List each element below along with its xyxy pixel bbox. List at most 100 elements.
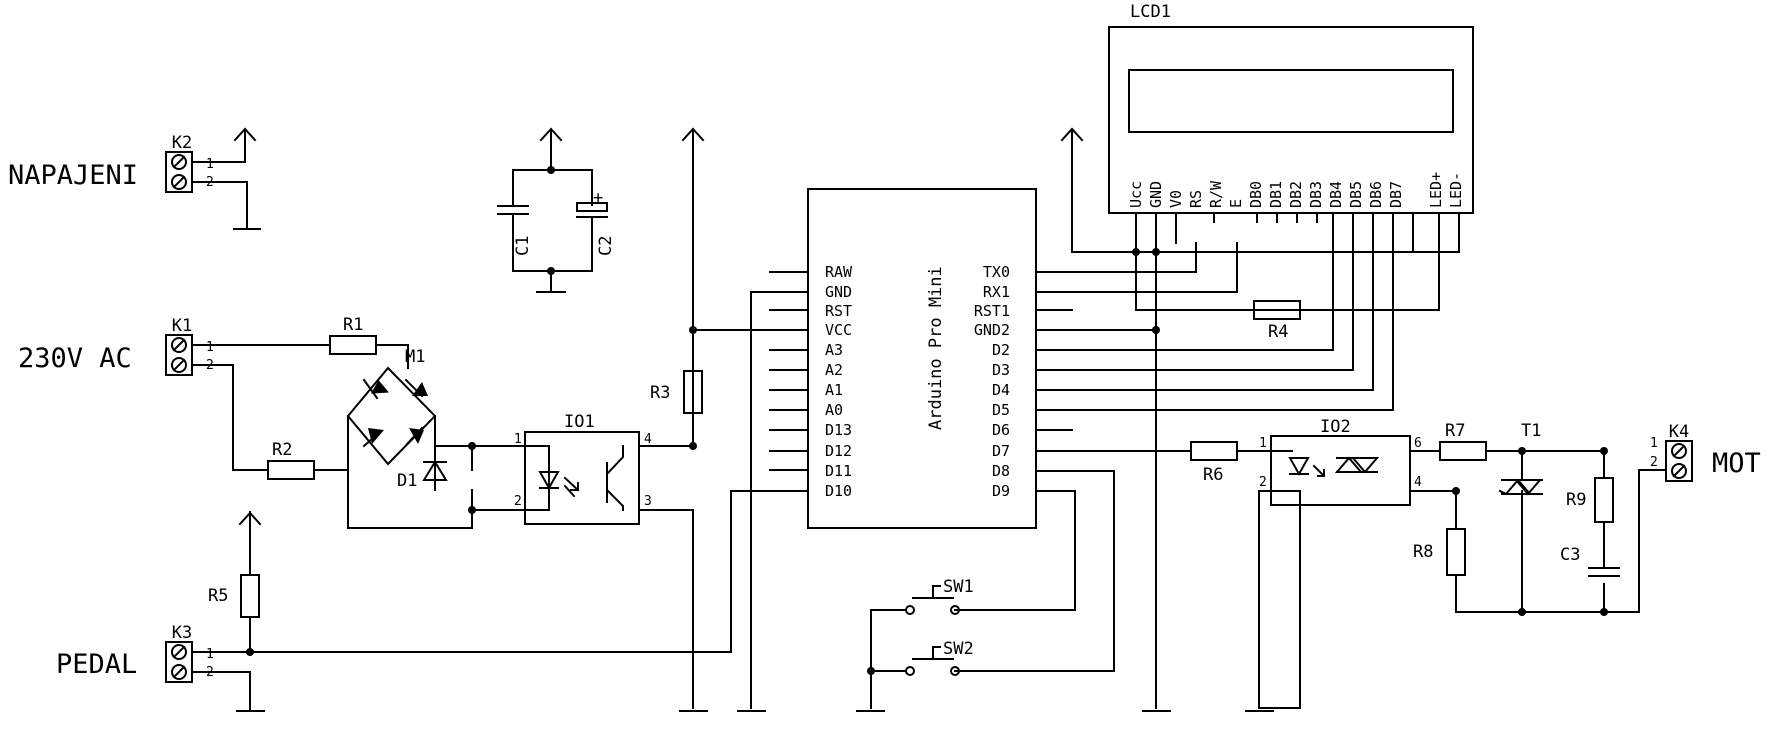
arduino-pin-a3: A3: [825, 341, 843, 359]
lcd-pin-db5: DB5: [1347, 181, 1365, 208]
k2-pin1: 1: [206, 157, 214, 172]
arduino-pin-gnd2: GND2: [974, 321, 1010, 339]
io1-pin3: 3: [644, 494, 652, 509]
lcd-pin-v0: V0: [1167, 190, 1185, 208]
sw2-label: SW2: [943, 639, 974, 659]
k3-pin1: 1: [206, 647, 214, 662]
k3-pin2: 2: [206, 665, 214, 680]
arduino-pin-a2: A2: [825, 361, 843, 379]
c2-label: C2: [596, 236, 616, 256]
resistor-r4: R4: [1253, 300, 1301, 342]
io1-ref: IO1: [564, 412, 595, 432]
lcd-pin-db1: DB1: [1267, 181, 1285, 208]
arduino-pin-a0: A0: [825, 401, 843, 419]
capacitor-c1: C1: [497, 205, 533, 256]
lcd-pin-db2: DB2: [1287, 181, 1305, 208]
lcd-pin-led-minus: LED-: [1447, 172, 1465, 208]
arduino-pin-tx0: TX0: [983, 263, 1010, 281]
r6-label: R6: [1203, 465, 1223, 485]
io2-pin1: 1: [1259, 436, 1267, 451]
d1-label: D1: [397, 471, 417, 491]
bridge-rectifier-m1: M1: [362, 347, 428, 448]
t1-label: T1: [1521, 421, 1541, 441]
m1-label: M1: [405, 347, 425, 367]
arduino-pin-d13: D13: [825, 421, 852, 439]
io1-pin4: 4: [644, 432, 652, 447]
r8-label: R8: [1413, 542, 1433, 562]
lcd-pin-db6: DB6: [1367, 181, 1385, 208]
r3-label: R3: [650, 383, 670, 403]
k3-ref: K3: [172, 623, 192, 643]
connector-k3: K3 PEDAL 1 2: [56, 623, 214, 683]
arduino-pin-d4: D4: [992, 381, 1010, 399]
resistor-r6: R6: [1190, 441, 1238, 485]
io2-pin4: 4: [1414, 475, 1422, 490]
diode-d1: D1: [397, 460, 448, 491]
k3-label: PEDAL: [56, 649, 137, 680]
connector-k2: K2 NAPAJENI 1 2: [8, 133, 214, 193]
k4-ref: K4: [1669, 422, 1689, 442]
r4-label: R4: [1268, 322, 1288, 342]
arduino-pin-d8: D8: [992, 462, 1010, 480]
k4-label: MOT: [1712, 448, 1761, 479]
arduino-pin-d3: D3: [992, 361, 1010, 379]
arduino-pin-d7: D7: [992, 442, 1010, 460]
k1-label: 230V AC: [18, 343, 132, 374]
r7-label: R7: [1445, 421, 1465, 441]
resistor-r1: R1: [329, 315, 377, 355]
io2-pin2: 2: [1259, 475, 1267, 490]
arduino-pin-d9: D9: [992, 482, 1010, 500]
arduino-pin-raw: RAW: [825, 263, 853, 281]
switch-sw1: SW1: [905, 577, 974, 615]
arduino-pin-rst: RST: [825, 302, 852, 320]
power-symbols: [233, 127, 1274, 712]
c1-label: C1: [513, 236, 533, 256]
arduino-pin-d2: D2: [992, 341, 1010, 359]
capacitor-c2: C2 +: [576, 188, 616, 256]
lcd-pin-rw: R/W: [1207, 180, 1225, 208]
k4-pin2: 2: [1650, 455, 1658, 470]
resistor-r9: R9: [1566, 477, 1614, 523]
k2-label: NAPAJENI: [8, 160, 138, 191]
r5-label: R5: [208, 586, 228, 606]
arduino-pin-d12: D12: [825, 442, 852, 460]
triac-t1: T1: [1498, 421, 1543, 613]
arduino-pro-mini: Arduino Pro Mini RAW GND RST VCC A3 A2 A…: [807, 188, 1037, 529]
k1-pin1: 1: [206, 340, 214, 355]
k1-ref: K1: [172, 316, 192, 336]
switch-sw2: SW2: [905, 639, 974, 676]
k1-pin2: 2: [206, 358, 214, 373]
connector-k4: K4 MOT 1 2: [1650, 422, 1761, 482]
lcd-pin-db3: DB3: [1307, 181, 1325, 208]
arduino-pin-d6: D6: [992, 421, 1010, 439]
optocoupler-io1: IO1 1 2 4 3: [514, 412, 652, 525]
k2-ref: K2: [172, 133, 192, 153]
arduino-pin-a1: A1: [825, 381, 843, 399]
c2-polarity: +: [593, 188, 603, 208]
junctions: [246, 166, 1608, 675]
resistor-r7: R7: [1439, 421, 1487, 461]
optotriac-io2: IO2 1 2 6 4: [1259, 417, 1422, 506]
capacitor-c3: C3: [1560, 545, 1620, 577]
r9-label: R9: [1566, 490, 1586, 510]
lcd-pin-gnd: GND: [1147, 181, 1165, 208]
io1-pin2: 2: [514, 494, 522, 509]
arduino-pin-d10: D10: [825, 482, 852, 500]
resistor-r8: R8: [1413, 528, 1466, 576]
arduino-name: Arduino Pro Mini: [926, 266, 946, 430]
arduino-pin-rst1: RST1: [974, 302, 1010, 320]
k2-pin2: 2: [206, 175, 214, 190]
wires: [191, 130, 1667, 711]
r1-label: R1: [343, 315, 363, 335]
connector-k1: K1 230V AC 1 2: [18, 316, 214, 376]
lcd-display: LCD1 Ucc GND V0 RS R/W E DB0 DB1 DB2 DB3…: [1108, 2, 1474, 214]
r2-label: R2: [272, 440, 292, 460]
sw1-label: SW1: [943, 577, 974, 597]
arduino-pin-rx1: RX1: [983, 283, 1010, 301]
lcd-pin-db7: DB7: [1387, 181, 1405, 208]
lcd-pin-rs: RS: [1187, 190, 1205, 208]
resistor-r5: R5: [208, 574, 260, 618]
k4-pin1: 1: [1650, 436, 1658, 451]
io1-pin1: 1: [514, 432, 522, 447]
